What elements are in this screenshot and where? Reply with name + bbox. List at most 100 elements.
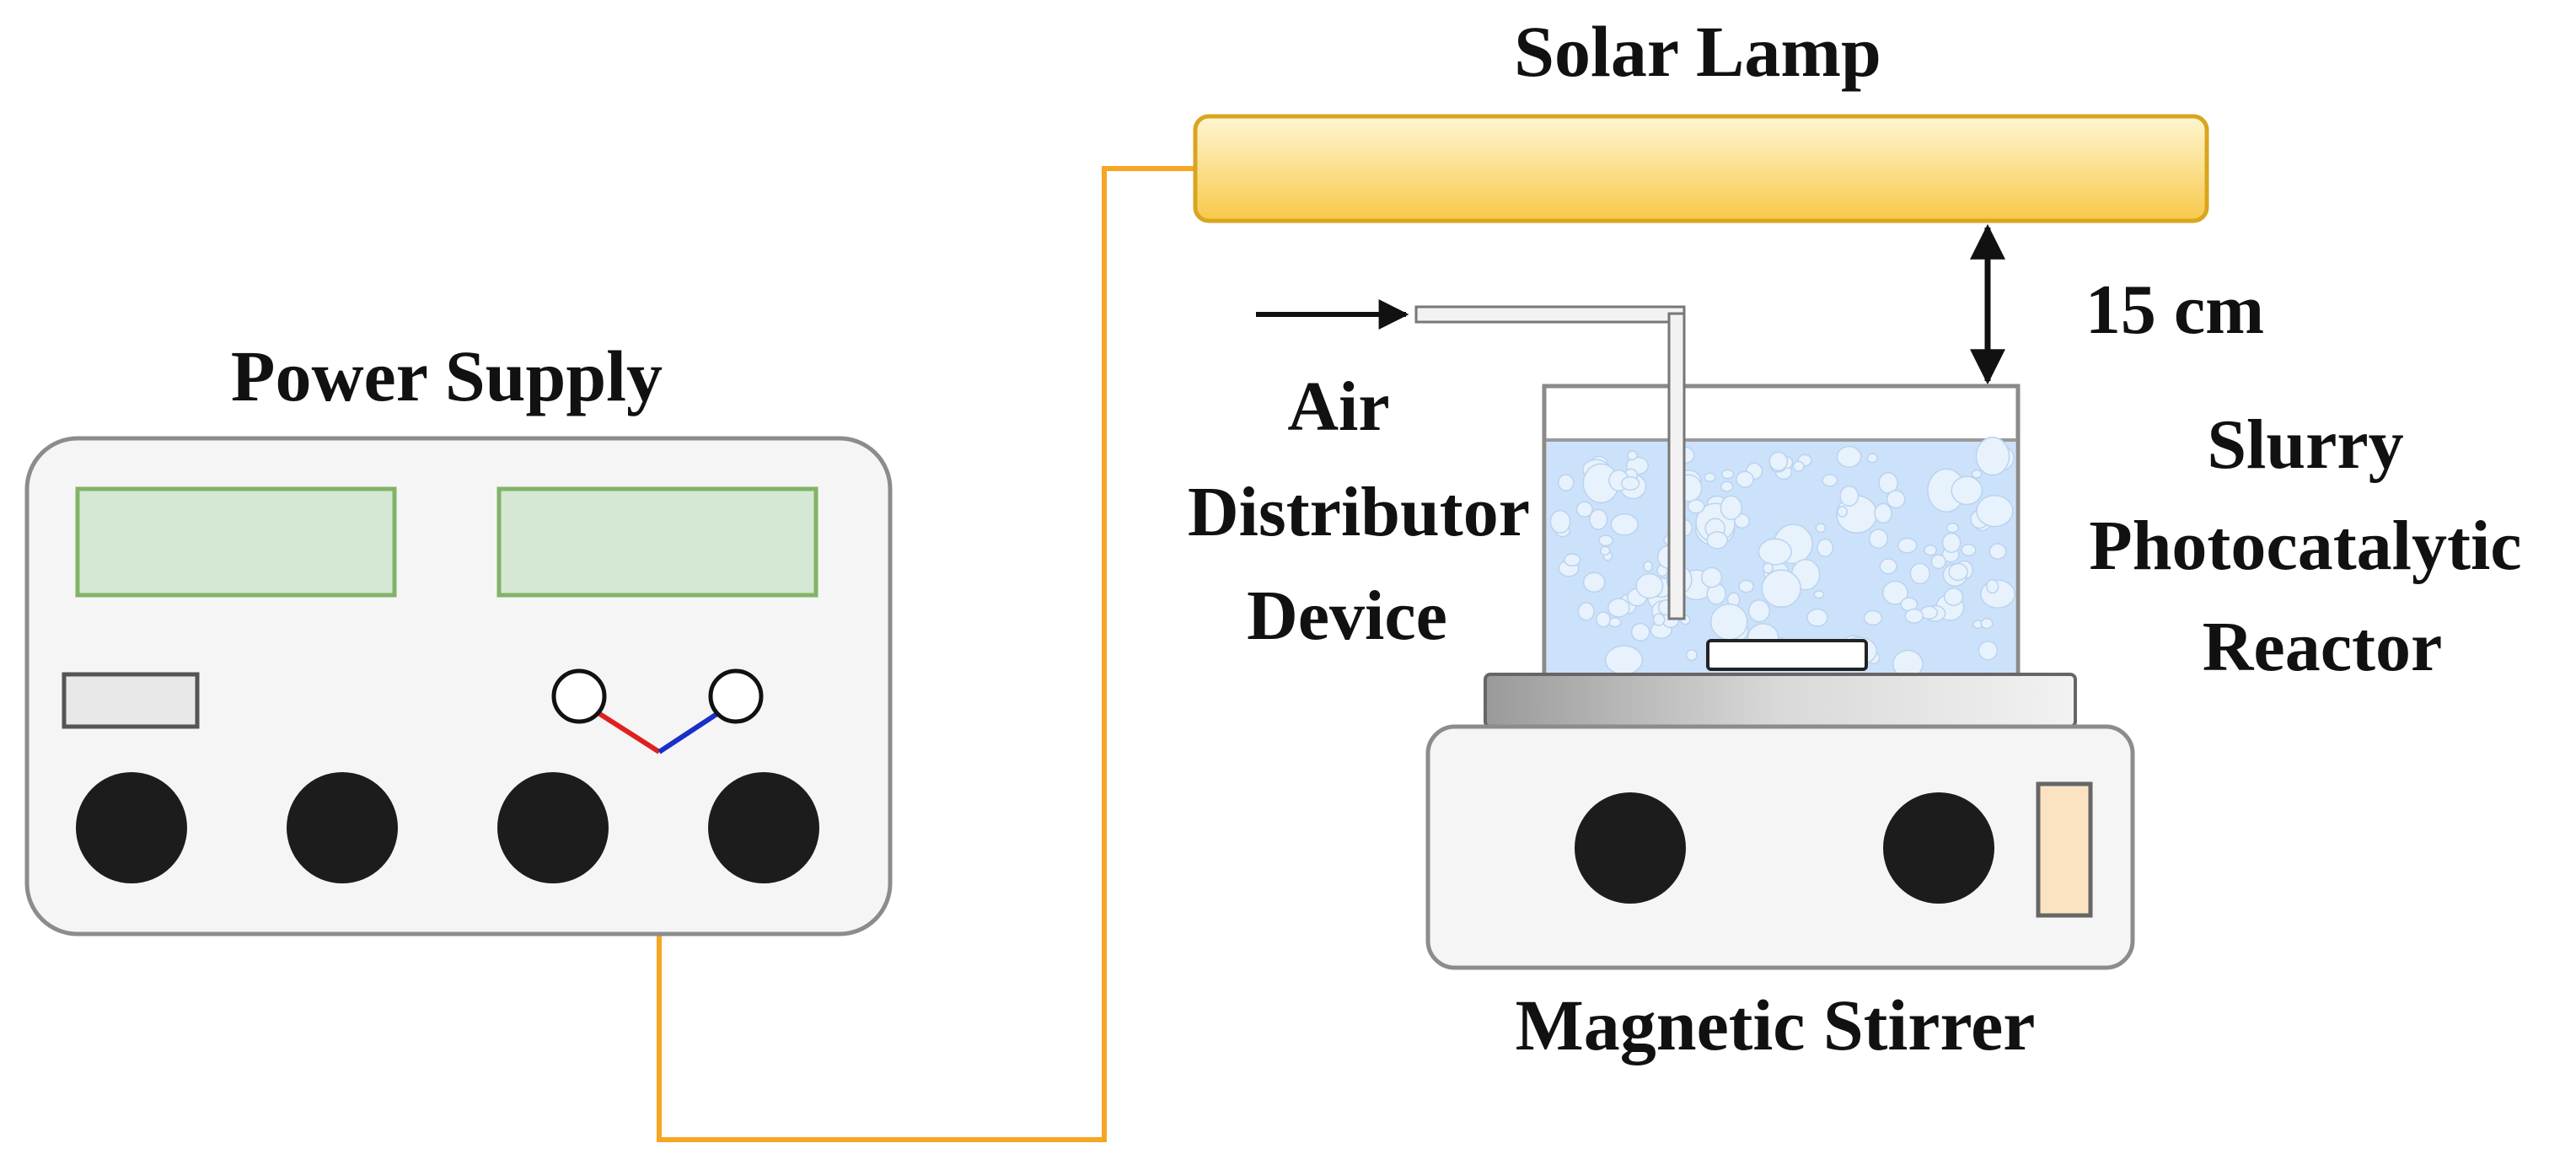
- stirrer-knob-left: [1575, 792, 1686, 904]
- bubble: [1596, 611, 1611, 628]
- bubble: [1709, 603, 1748, 641]
- bubble: [1839, 485, 1860, 507]
- bubble: [1866, 453, 1879, 464]
- bubble: [1589, 508, 1608, 530]
- bubble: [1604, 645, 1644, 675]
- bubble: [1700, 566, 1723, 588]
- bubble: [1607, 598, 1630, 618]
- bubble: [1813, 590, 1825, 599]
- bubble: [1971, 469, 1983, 479]
- bubble: [1736, 470, 1754, 488]
- bubble: [1822, 474, 1838, 487]
- bubble: [1761, 569, 1801, 609]
- power-supply-display-left: [75, 486, 397, 598]
- bubble: [1643, 561, 1654, 572]
- blue-lead: [657, 711, 720, 754]
- bubble: [1582, 572, 1606, 593]
- reactor-label-line2: Photocatalytic: [2089, 507, 2521, 585]
- bubble: [1620, 475, 1640, 491]
- bubble: [1635, 572, 1664, 599]
- bubble: [1720, 469, 1735, 480]
- air-distributor-label-line1: Air: [1287, 368, 1389, 446]
- bubble: [1720, 480, 1734, 492]
- bubble: [1577, 602, 1595, 621]
- bubble: [1706, 531, 1728, 550]
- bubble: [1980, 618, 1994, 630]
- stirrer-hot-plate: [1484, 673, 2077, 728]
- power-supply-knob-2: [287, 772, 398, 883]
- power-supply-display-right: [496, 486, 818, 598]
- bubble: [1975, 437, 2010, 476]
- power-supply-knob-1: [76, 772, 187, 883]
- bubble: [1549, 509, 1571, 534]
- air-distributor-tube-vertical: [1667, 312, 1686, 620]
- bubble: [1948, 562, 1968, 582]
- bubble: [1978, 640, 1999, 661]
- bubble: [1988, 543, 2007, 560]
- bubble: [1941, 532, 1962, 553]
- bubble: [1976, 494, 2014, 528]
- air-distributor-tube-horizontal: [1414, 305, 1686, 324]
- bubble: [1924, 544, 1938, 556]
- reactor-label-line3: Reactor: [2203, 608, 2442, 686]
- bubble: [1734, 513, 1751, 529]
- bubble: [1881, 580, 1908, 605]
- bubble: [1758, 538, 1792, 566]
- bubble: [1599, 545, 1611, 556]
- solar-lamp: [1193, 114, 2209, 223]
- bubble: [1817, 538, 1834, 558]
- bubble: [1943, 588, 1964, 606]
- bubble: [1815, 523, 1827, 534]
- bubble: [1930, 554, 1946, 570]
- air-distributor-label-line3: Device: [1247, 577, 1447, 655]
- negative-terminal: [708, 668, 764, 724]
- air-distributor-label-line2: Distributor: [1188, 473, 1530, 551]
- bubble: [1768, 451, 1789, 471]
- power-supply-switch: [62, 672, 200, 729]
- bubble: [1874, 502, 1892, 524]
- bubble: [1836, 445, 1862, 468]
- bubble: [1909, 562, 1931, 585]
- bubble: [1863, 609, 1883, 626]
- bubble: [1886, 490, 1906, 509]
- stirrer-indicator: [2036, 781, 2093, 918]
- magnetic-stirrer-label: Magnetic Stirrer: [1516, 985, 2036, 1065]
- bubble: [1747, 599, 1771, 623]
- bubble: [1951, 475, 1983, 506]
- bubble: [1610, 513, 1639, 536]
- bubble: [1738, 579, 1754, 593]
- bubble: [1704, 472, 1716, 482]
- bubble: [1868, 529, 1889, 550]
- bubble: [1806, 608, 1828, 627]
- bubble: [1837, 506, 1848, 518]
- reactor-label-line1: Slurry: [2207, 405, 2403, 484]
- bubble: [1961, 544, 1977, 556]
- bubble: [1720, 495, 1742, 521]
- bubble: [1685, 649, 1698, 662]
- power-supply-knob-3: [497, 772, 609, 883]
- bubble: [1945, 522, 1960, 534]
- bubble: [1564, 553, 1581, 567]
- bubble: [1792, 460, 1805, 472]
- stirrer-body: [1425, 724, 2135, 970]
- bubble: [1630, 622, 1650, 641]
- power-supply-label: Power Supply: [231, 335, 663, 416]
- bubble: [1904, 608, 1924, 624]
- magnetic-stir-bar: [1706, 639, 1868, 671]
- bubble: [1598, 534, 1613, 547]
- bubble: [1878, 472, 1898, 494]
- bubble: [1986, 579, 1999, 594]
- stirrer-knob-right: [1883, 792, 1994, 904]
- bubble: [1762, 562, 1774, 574]
- power-supply-knob-4: [708, 772, 819, 883]
- bubble: [1897, 537, 1918, 554]
- bubble: [1879, 558, 1897, 575]
- positive-terminal: [551, 668, 607, 724]
- red-lead: [597, 711, 661, 754]
- solar-lamp-label: Solar Lamp: [1514, 11, 1881, 92]
- bubble: [1557, 474, 1575, 491]
- power-cable: [657, 166, 1197, 1142]
- distance-label: 15 cm: [2085, 271, 2264, 349]
- bubble: [1626, 450, 1638, 461]
